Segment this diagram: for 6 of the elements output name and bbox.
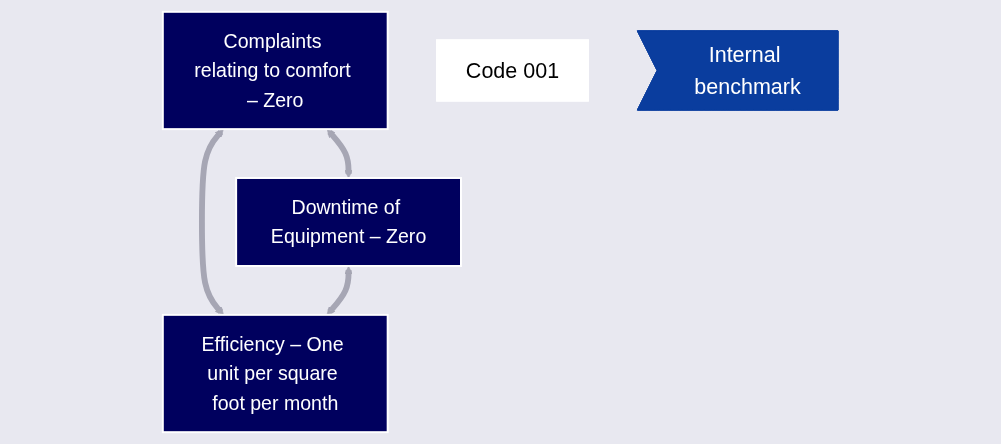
arrow	[326, 129, 353, 179]
node-box: Downtime of Equipment – Zero	[235, 177, 463, 267]
arrow	[326, 266, 353, 316]
arrow	[199, 129, 224, 316]
node-box: Efficiency – One unit per square foot per month	[161, 313, 389, 434]
node-box: Complaints relating to comfort – Zero	[161, 10, 389, 131]
